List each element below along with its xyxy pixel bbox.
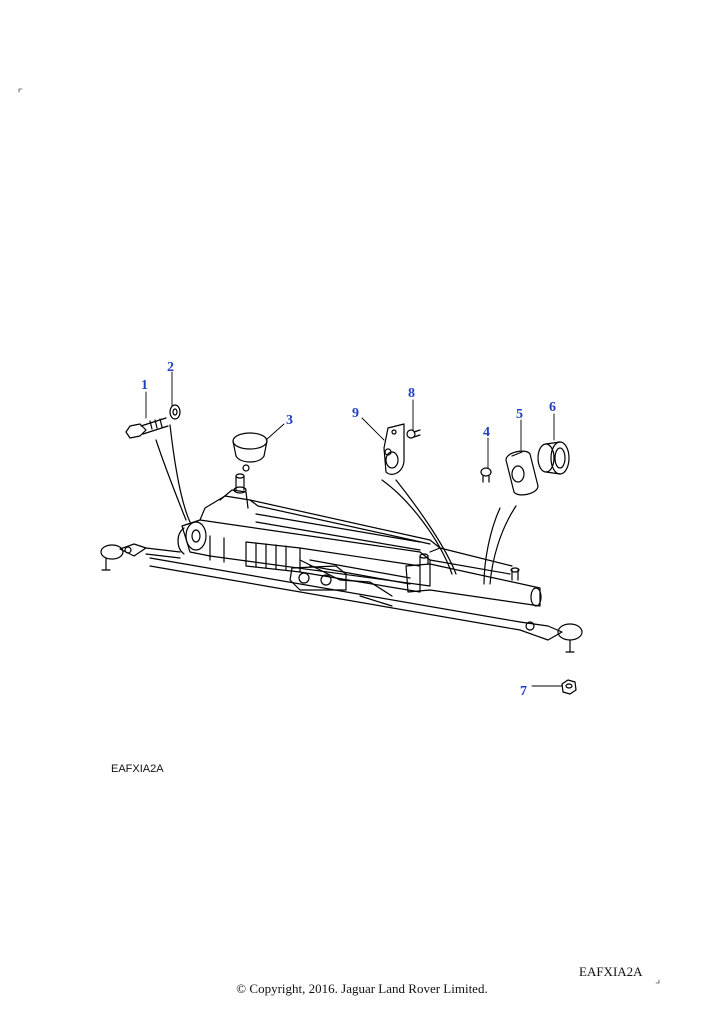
callout-9: 9 <box>352 406 359 421</box>
leader-lines <box>155 424 517 585</box>
part-4-bolt <box>480 467 492 483</box>
part-5-clamp <box>505 450 539 496</box>
steering-rack-assembly <box>100 473 583 653</box>
corner-mark <box>655 979 660 984</box>
callout-2: 2 <box>167 360 174 375</box>
tie-rod <box>149 557 521 631</box>
part-6-bush <box>537 441 570 475</box>
callout-8: 8 <box>408 386 415 401</box>
right-tie-rod-end <box>519 621 583 653</box>
copyright-notice: © Copyright, 2016. Jaguar Land Rover Lim… <box>236 981 488 996</box>
part-7-nut <box>561 679 577 695</box>
part-3-bush <box>232 432 268 472</box>
callout-5: 5 <box>516 407 523 422</box>
callout-1: 1 <box>141 378 148 393</box>
part-1-bolt <box>125 417 169 439</box>
callout-3: 3 <box>286 413 293 428</box>
callout-7: 7 <box>520 684 527 699</box>
part-2-washer <box>169 404 181 420</box>
callout-6: 6 <box>549 400 556 415</box>
callout-leaders <box>145 371 563 687</box>
rack-housing <box>177 473 542 607</box>
part-9-bracket <box>383 423 405 475</box>
illustration-code-footer: EAFXIA2A <box>579 964 643 979</box>
callout-4: 4 <box>483 425 490 440</box>
part-8-bolt <box>406 429 421 439</box>
corner-mark <box>18 88 23 93</box>
left-tie-rod-end <box>100 543 181 571</box>
illustration-code: EAFXIA2A <box>111 763 164 775</box>
